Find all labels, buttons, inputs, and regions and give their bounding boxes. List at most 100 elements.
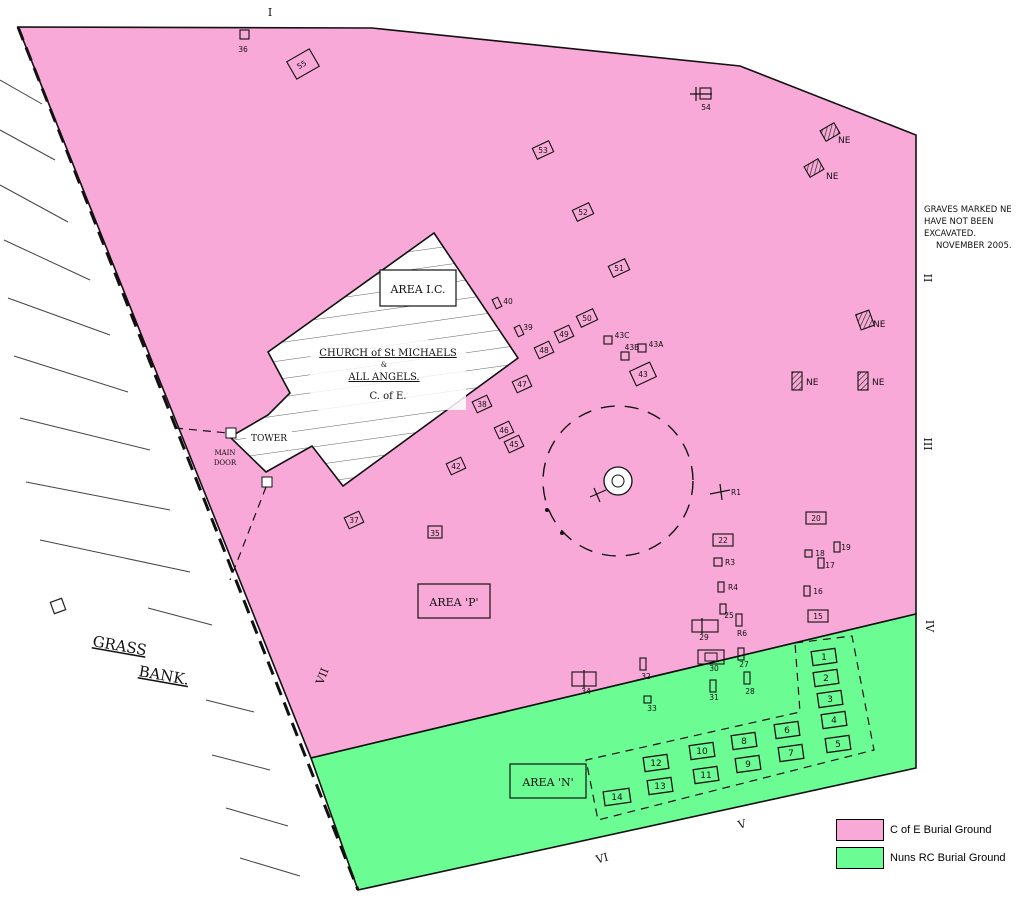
grave-39[interactable] (513, 324, 525, 338)
grave-48[interactable] (533, 340, 555, 360)
area-p-box (417, 583, 491, 619)
grave-number-45: 45 (509, 440, 519, 449)
grave-9[interactable] (734, 754, 762, 774)
grave-number-9: 9 (745, 760, 751, 770)
grave-49[interactable] (553, 324, 575, 344)
roadside-markings (0, 79, 301, 877)
grave-7[interactable] (777, 743, 805, 763)
grave-19[interactable] (833, 541, 841, 553)
grave-8[interactable] (730, 731, 758, 751)
grave-13[interactable] (646, 776, 674, 796)
grave-number-39: 39 (523, 323, 533, 332)
grave-r4[interactable] (717, 581, 725, 593)
cofe-graves (239, 29, 841, 704)
grave-number-3: 3 (827, 695, 833, 705)
grave-25[interactable] (719, 603, 727, 615)
central-cross-h (589, 489, 607, 498)
grave-r1-cross (709, 489, 731, 495)
church-label-bg (310, 340, 466, 410)
grave-number-28: 28 (745, 687, 755, 696)
grave-number-40: 40 (503, 297, 513, 306)
grave-43a[interactable] (637, 343, 647, 353)
grave-20[interactable] (805, 511, 827, 525)
grave-number-16: 16 (813, 587, 823, 596)
grave-45[interactable] (503, 434, 525, 454)
area-n-label: AREA 'N' (521, 776, 573, 789)
grave-37[interactable] (343, 510, 365, 530)
grave-number-15: 15 (813, 612, 823, 621)
grave-10[interactable] (688, 741, 716, 761)
tower-label-bg (246, 430, 292, 444)
ne-grave-2[interactable] (803, 158, 825, 178)
grave-29[interactable] (691, 619, 719, 633)
ne-labels: NE NE NE NE NE (806, 136, 886, 388)
grave-16[interactable] (803, 585, 811, 597)
grave-55[interactable] (285, 48, 321, 80)
roman-numeral-left-low: VII (313, 666, 332, 687)
grave-42[interactable] (445, 456, 467, 476)
grave-number-18: 18 (815, 549, 825, 558)
ne-label-2: NE (826, 172, 839, 182)
grave-46[interactable] (493, 420, 515, 440)
grave-1[interactable] (810, 647, 838, 667)
central-cross-v (593, 487, 601, 503)
grave-31[interactable] (709, 679, 717, 693)
roman-numeral-right-lower: IV (923, 620, 936, 633)
grave-14[interactable] (602, 787, 632, 807)
ne-grave-4[interactable] (791, 371, 803, 391)
grave-number-35: 35 (430, 529, 440, 538)
grave-30[interactable] (697, 649, 725, 665)
grave-28[interactable] (743, 671, 751, 685)
nuns-rc-burial-ground (309, 612, 917, 891)
ne-grave-1[interactable] (819, 122, 841, 142)
grave-22[interactable] (712, 533, 734, 547)
roman-numeral-bottom-mid: V (736, 817, 749, 832)
legend-swatch-cofe (836, 819, 884, 841)
ne-grave-5[interactable] (857, 371, 869, 391)
grave-50[interactable] (575, 308, 599, 328)
roman-numeral-right-middle: III (921, 437, 934, 450)
grave-r6[interactable] (735, 613, 743, 627)
grave-33[interactable] (643, 695, 652, 704)
grave-number-29: 29 (699, 633, 709, 642)
main-door-label-line2: DOOR (214, 459, 237, 467)
grave-number-6: 6 (784, 726, 790, 736)
grave-15[interactable] (807, 609, 829, 623)
grass-bank-line1: GRASS (91, 632, 148, 659)
grave-18[interactable] (804, 549, 813, 558)
grave-number-38: 38 (477, 400, 487, 409)
grave-number-r3: R3 (725, 558, 735, 567)
area-n-box (509, 763, 587, 799)
grave-2[interactable] (812, 668, 840, 688)
ne-grave-3[interactable] (854, 309, 876, 331)
grave-17[interactable] (817, 557, 825, 569)
grave-27[interactable] (737, 647, 745, 661)
grave-47[interactable] (511, 374, 533, 394)
grave-r1-cross-v (719, 483, 723, 501)
grave-53[interactable] (531, 140, 555, 160)
grave-number-10: 10 (696, 747, 708, 757)
grave-5[interactable] (824, 734, 852, 754)
main-door-label-line1: MAIN (214, 449, 235, 457)
grave-51[interactable] (607, 258, 631, 278)
marker-square (49, 597, 67, 615)
grave-12[interactable] (642, 753, 670, 773)
grave-35[interactable] (427, 525, 443, 539)
grave-40[interactable] (491, 296, 503, 310)
grave-4[interactable] (820, 710, 848, 730)
grave-r3[interactable] (713, 557, 723, 567)
grave-43[interactable] (628, 361, 658, 387)
grave-43b[interactable] (620, 351, 630, 361)
grave-6[interactable] (773, 720, 801, 740)
grave-number-27: 27 (739, 660, 749, 669)
grave-32[interactable] (639, 657, 647, 671)
grave-number-20: 20 (811, 514, 821, 523)
grave-38[interactable] (471, 394, 493, 414)
grave-11[interactable] (692, 765, 720, 785)
grave-52[interactable] (571, 202, 595, 222)
grave-43c[interactable] (603, 335, 613, 345)
grave-3[interactable] (816, 689, 844, 709)
grave-number-34: 34 (581, 687, 591, 696)
legend-label-nuns: Nuns RC Burial Ground (890, 852, 1006, 864)
grave-36-top[interactable] (239, 29, 250, 40)
